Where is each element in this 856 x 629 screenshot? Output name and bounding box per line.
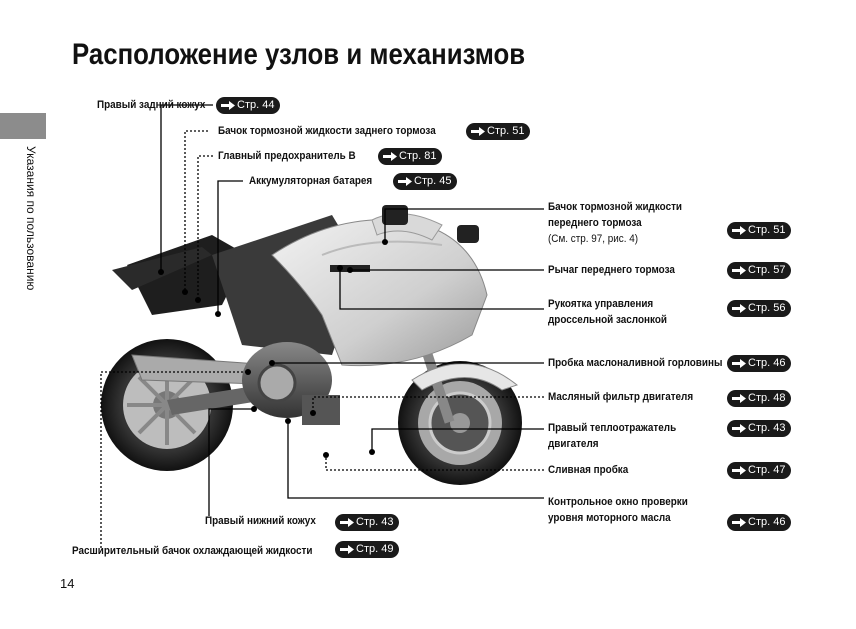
right-arrow-icon [340,545,354,554]
right-arrow-icon [383,152,397,161]
label-drain-plug: Сливная пробка [548,464,629,476]
section-tab [0,113,46,139]
ref-throttle[interactable]: Стр. 56 [727,300,792,317]
right-arrow-icon [732,518,746,527]
right-arrow-icon [471,127,485,136]
label-heat-guard-2: двигателя [548,438,599,450]
ref-oil-filter[interactable]: Стр. 48 [727,390,792,407]
right-arrow-icon [732,394,746,403]
right-arrow-icon [732,359,746,368]
right-arrow-icon [732,304,746,313]
label-oil-filter: Масляный фильтр двигателя [548,391,694,403]
label-front-brake-lever: Рычаг переднего тормоза [548,264,675,276]
ref-front-brake-fluid[interactable]: Стр. 51 [727,222,792,239]
ref-rear-brake-fluid[interactable]: Стр. 51 [466,123,531,140]
ref-main-fuse[interactable]: Стр. 81 [378,148,443,165]
label-front-brake-fluid-1: Бачок тормозной жидкости [548,201,683,213]
label-oil-window-1: Контрольное окно проверки [548,496,688,508]
ref-oil-filler[interactable]: Стр. 46 [727,355,792,372]
label-oil-window-2: уровня моторного масла [548,512,671,524]
page-title: Расположение узлов и механизмов [72,38,526,71]
right-arrow-icon [732,266,746,275]
right-arrow-icon [340,518,354,527]
right-arrow-icon [398,177,412,186]
right-arrow-icon [732,424,746,433]
label-throttle-2: дроссельной заслонкой [548,314,667,326]
label-coolant-tank: Расширительный бачок охлаждающей жидкост… [72,545,313,557]
ref-rear-cover[interactable]: Стр. 44 [216,97,281,114]
label-throttle-1: Рукоятка управления [548,298,654,310]
ref-oil-window[interactable]: Стр. 46 [727,514,792,531]
ref-lower-cover[interactable]: Стр. 43 [335,514,400,531]
ref-front-brake-lever[interactable]: Стр. 57 [727,262,792,279]
label-heat-guard-1: Правый теплоотражатель [548,422,677,434]
page-number: 14 [60,576,75,591]
ref-heat-guard[interactable]: Стр. 43 [727,420,792,437]
ref-coolant-tank[interactable]: Стр. 49 [335,541,400,558]
label-rear-cover: Правый задний кожух [97,99,206,111]
label-rear-brake-fluid: Бачок тормозной жидкости заднего тормоза [218,125,436,137]
motorcycle-illustration [101,205,522,485]
ref-battery[interactable]: Стр. 45 [393,173,458,190]
label-oil-filler: Пробка маслоналивной горловины [548,357,723,369]
label-lower-cover: Правый нижний кожух [205,515,316,527]
right-arrow-icon [732,466,746,475]
label-front-brake-fluid-3: (См. стр. 97, рис. 4) [548,233,639,245]
right-arrow-icon [221,101,235,110]
label-battery: Аккумуляторная батарея [249,175,373,187]
label-front-brake-fluid-2: переднего тормоза [548,217,642,229]
right-arrow-icon [732,226,746,235]
label-main-fuse: Главный предохранитель B [218,150,356,162]
ref-drain-plug[interactable]: Стр. 47 [727,462,792,479]
